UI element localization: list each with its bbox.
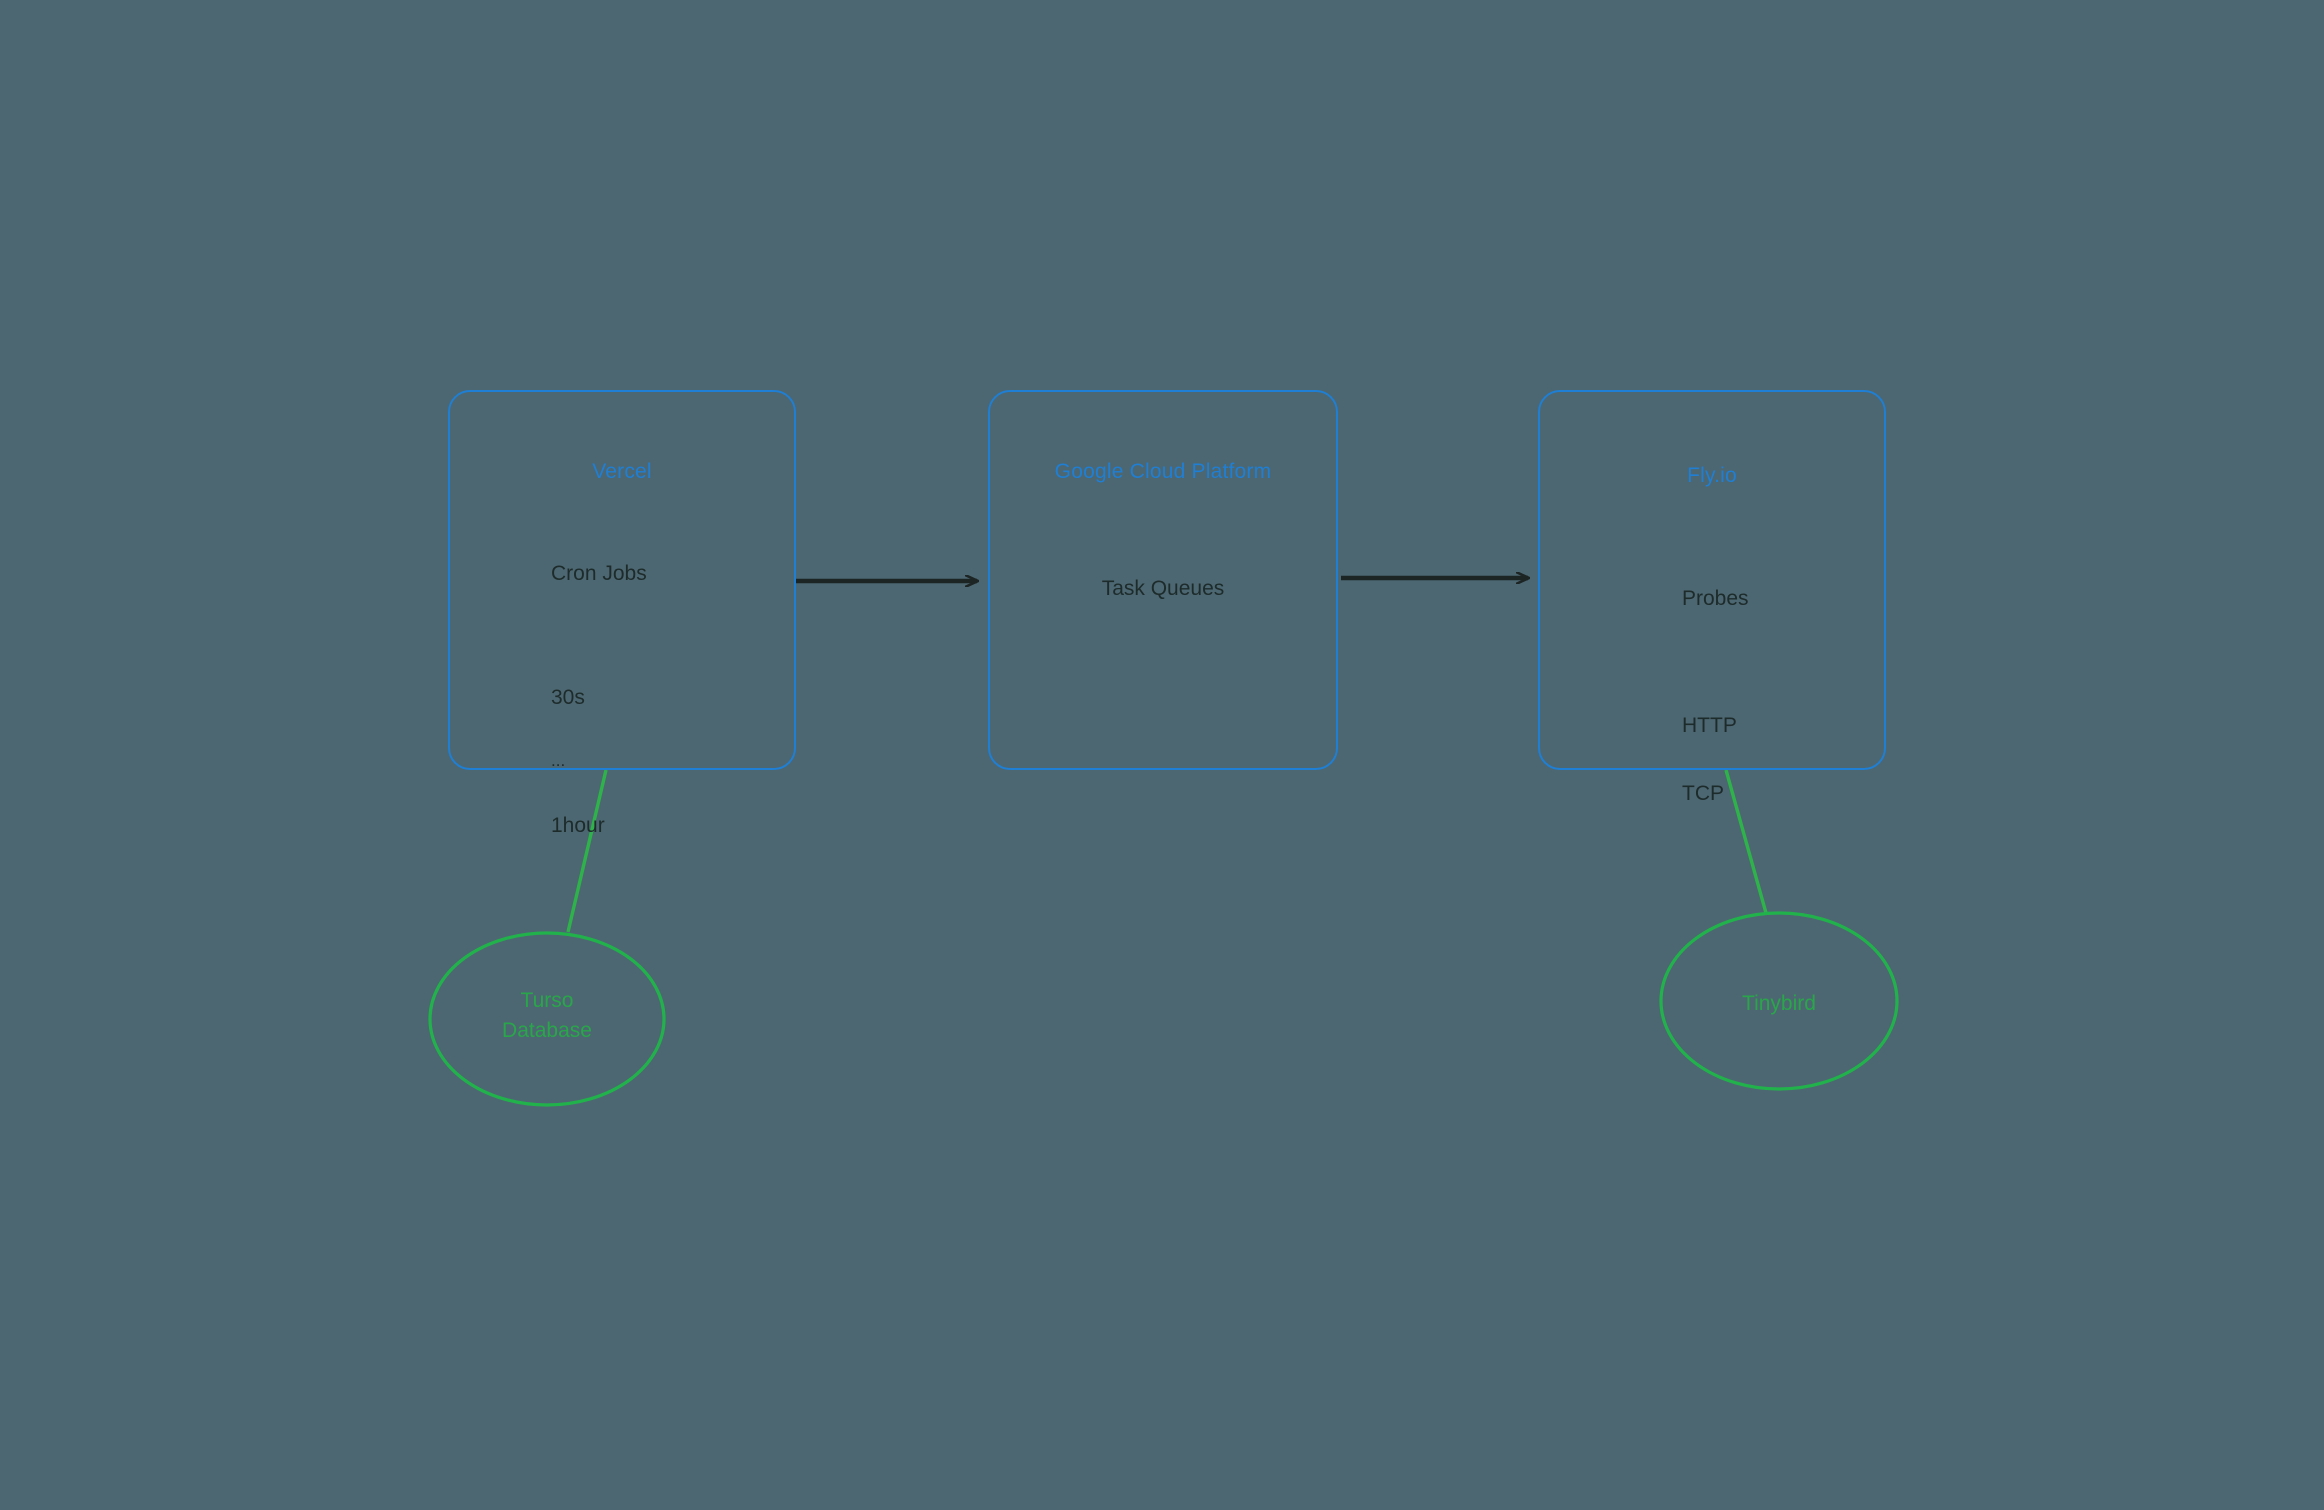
vercel-interval-1hour: 1hour — [551, 813, 605, 837]
node-title-google-cloud-platform: Google Cloud Platform — [1054, 460, 1272, 483]
node-box-google-cloud-platform[interactable]: Google Cloud Platform Task Queues — [988, 390, 1338, 770]
gcp-task-queues-label: Task Queues — [1101, 577, 1225, 600]
edge-vercel-to-turso — [566, 769, 608, 933]
flyio-protocol-http: HTTP — [1682, 714, 1737, 737]
ellipse-tinybird — [1659, 911, 1899, 1091]
node-body-flyio: Probes HTTP TCP — [1682, 546, 1749, 846]
node-box-vercel[interactable]: Vercel Cron Jobs 30s ... 1hour — [448, 390, 796, 836]
node-body-vercel: Cron Jobs 30s ... 1hour — [551, 521, 647, 878]
ellipse-label-turso-database: Turso Database — [502, 989, 592, 1043]
flyio-protocol-tcp: TCP — [1682, 782, 1724, 805]
ellipse-turso-database — [428, 931, 666, 1107]
node-title-vercel: Vercel — [592, 460, 652, 483]
vercel-interval-30s: 30s — [551, 686, 585, 709]
vercel-cron-jobs-label: Cron Jobs — [551, 562, 647, 585]
ellipse-label-tinybird: Tinybird — [1742, 992, 1816, 1015]
node-box-flyio[interactable]: Fly.io Probes HTTP TCP — [1538, 390, 1886, 804]
node-title-flyio: Fly.io — [1687, 464, 1737, 487]
edge-flyio-to-tinybird — [1724, 769, 1768, 914]
vercel-interval-ellipsis: ... — [551, 751, 566, 770]
flyio-probes-label: Probes — [1682, 587, 1749, 610]
